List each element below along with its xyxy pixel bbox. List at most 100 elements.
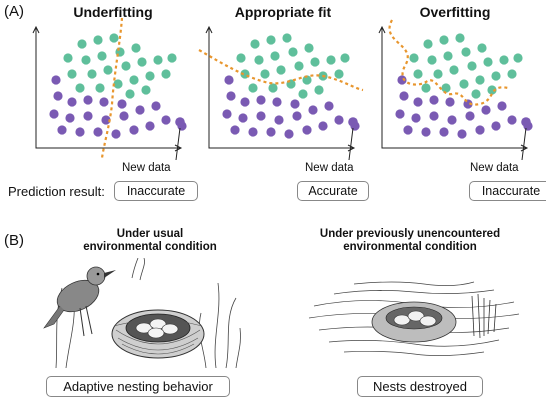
class-b-point (318, 121, 328, 131)
panel-b-label: (B) (4, 232, 24, 249)
overfitting-title: Overfitting (419, 4, 491, 20)
class-a-point (167, 53, 177, 63)
class-b-point (439, 127, 449, 137)
class-b-point (399, 91, 409, 101)
class-a-point (487, 85, 497, 95)
class-b-point (65, 113, 75, 123)
class-a-point (294, 61, 304, 71)
class-b-point (395, 109, 405, 119)
class-b-point (129, 125, 139, 135)
class-a-point (439, 35, 449, 45)
class-a-point (441, 83, 451, 93)
class-a-point (449, 65, 459, 75)
class-b-point (256, 111, 266, 121)
axes (381, 28, 526, 149)
usual-condition-line2: environmental condition (83, 241, 217, 253)
decision-boundary (100, 17, 124, 159)
class-b-point (429, 111, 439, 121)
class-a-point (421, 83, 431, 93)
class-a-point (67, 69, 77, 79)
new-data-point (521, 117, 531, 127)
class-b-point (57, 125, 67, 135)
class-a-point (161, 69, 171, 79)
class-a-point (477, 43, 487, 53)
class-b-point (49, 109, 59, 119)
class-a-point (334, 69, 344, 79)
class-a-point (304, 43, 314, 53)
class-a-point (455, 33, 465, 43)
prediction-result-label: Prediction result: (8, 184, 105, 199)
class-a-point (236, 53, 246, 63)
class-b-point (238, 113, 248, 123)
class-a-point (423, 39, 433, 49)
class-a-point (77, 39, 87, 49)
class-b-point (230, 125, 240, 135)
class-b-point (226, 91, 236, 101)
class-a-point (513, 53, 523, 63)
class-b-point (101, 115, 111, 125)
overfitting-result-badge: Inaccurate (469, 181, 546, 201)
class-a-point (125, 89, 135, 99)
underfitting-result-badge: Inaccurate (114, 181, 198, 201)
class-a-point (141, 85, 151, 95)
class-a-point (137, 57, 147, 67)
class-a-point (81, 55, 91, 65)
class-a-point (413, 69, 423, 79)
class-b-point (292, 111, 302, 121)
nest-icon (111, 309, 205, 359)
class-a-point (499, 55, 509, 65)
class-b-point (475, 125, 485, 135)
class-a-point (409, 53, 419, 63)
class-b-point (111, 129, 121, 139)
class-a-point (471, 89, 481, 99)
class-a-point (121, 61, 131, 71)
new-data-label-3: New data (470, 162, 519, 174)
appropriate-fit-result-badge: Accurate (297, 181, 369, 201)
new-data-point (175, 117, 185, 127)
class-a-point (109, 33, 119, 43)
class-b-point (397, 75, 407, 85)
class-b-point (135, 105, 145, 115)
class-b-point (507, 115, 517, 125)
new-data-pointer (521, 127, 527, 161)
class-b-point (266, 127, 276, 137)
class-b-point (256, 95, 266, 105)
appropriate-fit-plot (198, 25, 364, 161)
unencountered-condition-line2: environmental condition (343, 241, 477, 253)
class-a-point (288, 47, 298, 57)
class-b-point (290, 99, 300, 109)
class-b-point (222, 109, 232, 119)
y-arrow (205, 25, 213, 34)
class-a-point (507, 69, 517, 79)
class-b-point (457, 129, 467, 139)
class-b-point (119, 111, 129, 121)
appropriate-fit-title: Appropriate fit (234, 4, 332, 20)
class-a-point (459, 79, 469, 89)
class-a-point (310, 57, 320, 67)
class-b-point (497, 101, 507, 111)
class-a-point (302, 75, 312, 85)
class-b-point (491, 121, 501, 131)
class-a-point (131, 43, 141, 53)
class-b-point (403, 125, 413, 135)
class-b-point (334, 115, 344, 125)
class-b-point (411, 113, 421, 123)
decision-boundary (388, 19, 509, 106)
class-b-point (51, 75, 61, 85)
class-b-point (421, 127, 431, 137)
new-data-label-1: New data (122, 162, 171, 174)
new-data-point (348, 117, 358, 127)
y-arrow (378, 25, 386, 34)
class-b-point (447, 115, 457, 125)
class-a-point (129, 75, 139, 85)
class-b-point (145, 121, 155, 131)
class-b-point (481, 105, 491, 115)
class-b-point (53, 91, 63, 101)
new-data-label-2: New data (305, 162, 354, 174)
class-b-point (117, 99, 127, 109)
class-b-point (83, 111, 93, 121)
class-a-point (340, 53, 350, 63)
class-a-point (270, 51, 280, 61)
class-b-point (302, 125, 312, 135)
class-b-point (75, 127, 85, 137)
